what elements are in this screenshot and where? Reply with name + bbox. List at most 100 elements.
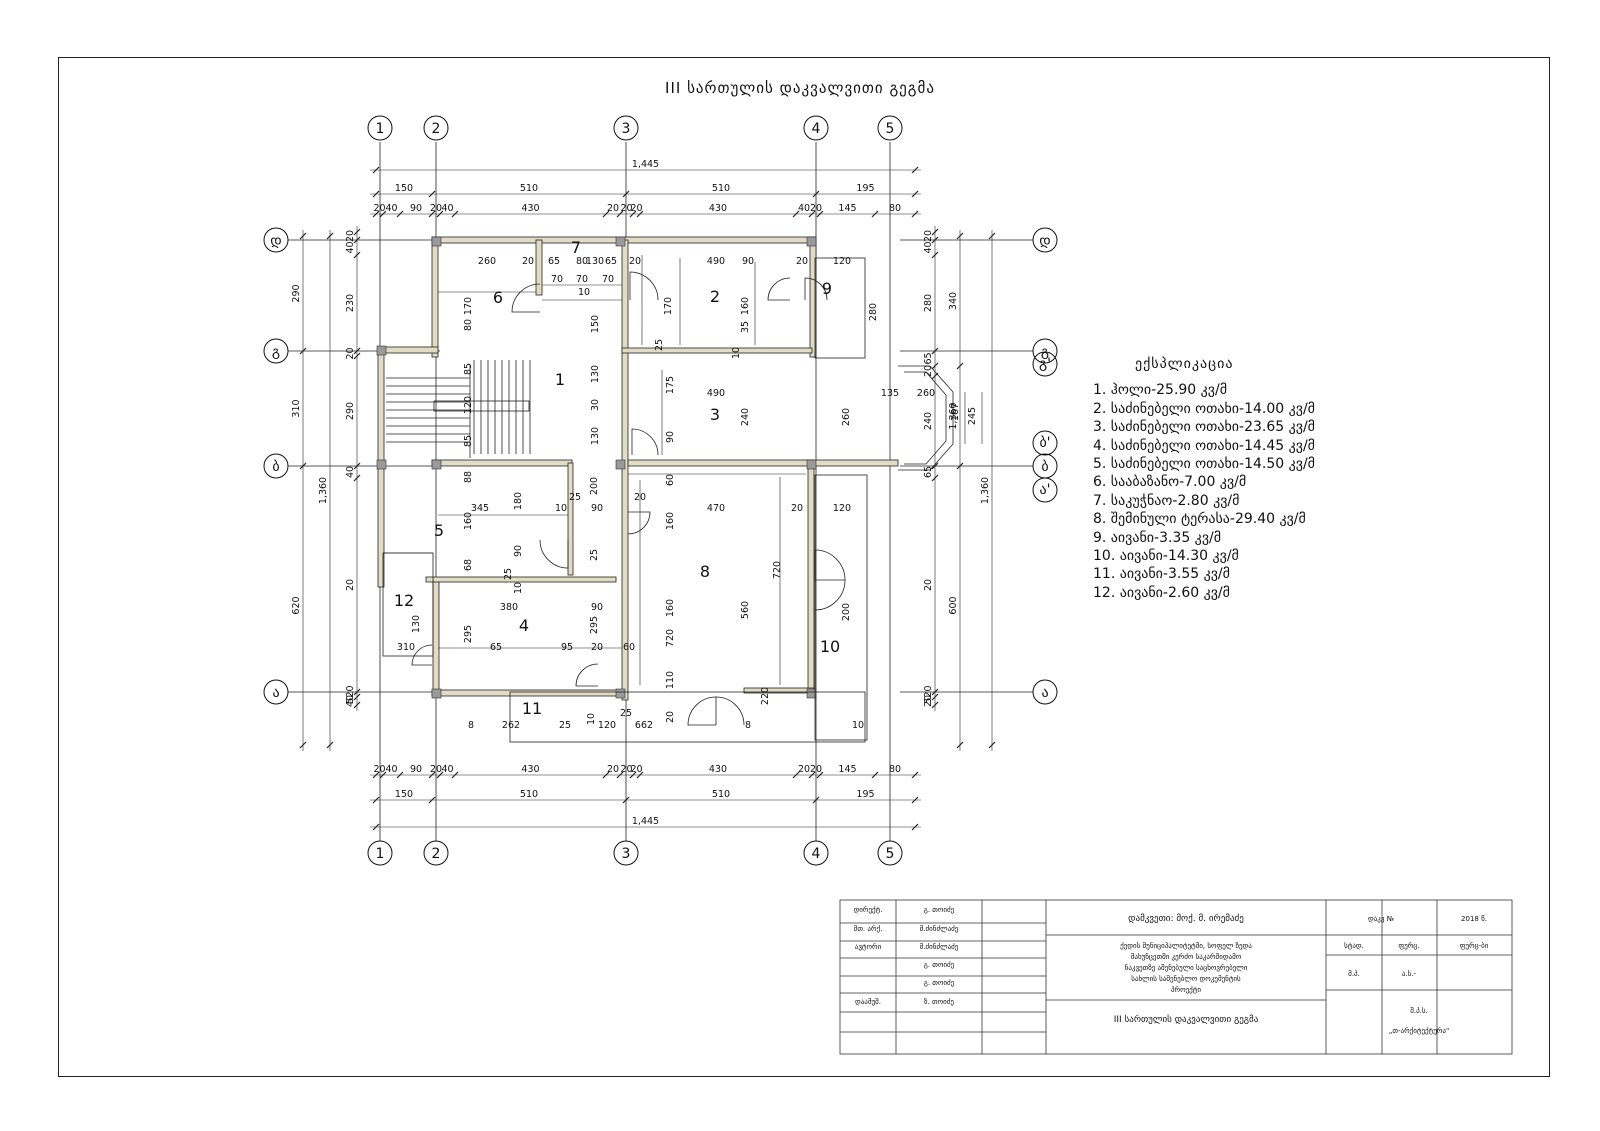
door-swing <box>629 271 659 301</box>
column <box>806 459 817 470</box>
dimension-label: 260 <box>841 408 852 426</box>
wall <box>807 459 815 696</box>
axis-bubble <box>367 115 393 141</box>
dimension-label: 120 <box>598 720 616 731</box>
dimension-label: 40 <box>385 203 397 214</box>
legend-item: 2. საძინებელი ოთახი-14.00 კვ/მ <box>1093 400 1315 417</box>
dimension-tick <box>451 771 459 779</box>
dimension-tick <box>372 190 380 198</box>
axis-label: ა' <box>1040 482 1051 498</box>
dimension-label: 65 <box>923 466 934 478</box>
title-block-project: სახლის საშენებლო დოკუმენტის <box>1131 975 1241 983</box>
dimension-label: 20 <box>810 203 822 214</box>
dimension-tick <box>911 796 919 804</box>
legend-item: 7. საკუჭნაო-2.80 კვ/მ <box>1093 492 1240 509</box>
axis-label: 1 <box>376 846 385 862</box>
dimension-label: 200 <box>841 603 852 621</box>
legend: ექსპლიკაცია 1. ჰოლი-25.90 კვ/მ 2. საძინე… <box>1093 355 1315 602</box>
axis-label: 5 <box>886 846 895 862</box>
legend-item: 9. აივანი-3.35 კვ/მ <box>1093 529 1222 546</box>
dimension-tick <box>353 236 361 244</box>
axis-label: 1 <box>376 121 385 137</box>
dimension-label: 20 <box>345 579 356 591</box>
dimension-tick <box>353 474 361 482</box>
axis-label: გ <box>272 344 280 360</box>
dimension-tick <box>636 210 644 218</box>
dimension-label: 520 <box>345 685 356 703</box>
axis-bubble <box>613 115 639 141</box>
title-block-name: მ.ძინძლაძე <box>920 925 959 933</box>
dimension-label: 20 <box>373 203 385 214</box>
dimension-tick <box>326 741 334 749</box>
dimension-tick <box>808 210 816 218</box>
dimension-label: 560 <box>740 601 751 619</box>
dimension-label: 1,360 <box>318 477 329 504</box>
dimension-label: 430 <box>521 203 539 214</box>
dimension-label: 620 <box>291 596 302 614</box>
dimension-label: 20 <box>923 695 934 707</box>
dimension-label: 90 <box>665 431 676 443</box>
door-swing <box>687 696 717 726</box>
dimension-label: 150 <box>590 315 601 333</box>
dimension-tick <box>816 771 824 779</box>
dimension-tick <box>629 210 637 218</box>
axis-bubble <box>263 679 289 705</box>
dimension-tick <box>956 362 964 370</box>
room-number: 12 <box>394 591 414 610</box>
title-block-company: შ.პ.ს. <box>1410 1007 1428 1015</box>
dimension-label: 290 <box>345 402 356 420</box>
dimension-label: 30 <box>590 399 601 411</box>
dimension-label: 25 <box>559 720 571 731</box>
dimension-label: 430 <box>709 764 727 775</box>
dimension-tick <box>931 701 939 709</box>
dimension-label: 130 <box>590 427 601 445</box>
dimension-label: 510 <box>520 183 538 194</box>
dimension-label: 720 <box>772 561 783 579</box>
dimension-tick <box>353 693 361 701</box>
balcony-9 <box>814 257 866 359</box>
column <box>615 236 626 247</box>
title-block-stage: მ.პ. <box>1348 970 1360 978</box>
dimension-label: 20 <box>798 764 810 775</box>
legend-item: 3. საძინებელი ოთახი-23.65 კვ/მ <box>1093 419 1315 436</box>
axis-label: დ <box>270 233 281 249</box>
title-block-project: მახუნცეთში კერძო საკარმიდამო <box>1131 952 1242 961</box>
dimension-tick <box>428 796 436 804</box>
dimension-tick <box>792 210 800 218</box>
dimension-label: 245 <box>967 407 978 425</box>
axis-bubble <box>613 840 639 866</box>
dimension-label: 130 <box>586 256 604 267</box>
title-block-role: დაამუშ. <box>855 998 881 1006</box>
door-swing <box>539 539 569 569</box>
title-block-project: ნაკვეთზე აშენებული საცხოვრებელი <box>1125 963 1248 972</box>
axis-label: 4 <box>812 121 821 137</box>
dimension-label: 345 <box>471 503 489 514</box>
dimension-label: 260 <box>478 256 496 267</box>
dimension-label: 80 <box>576 256 588 267</box>
dimension-tick <box>956 741 964 749</box>
column <box>431 236 442 247</box>
axis-bubble <box>1032 351 1058 377</box>
axis-bubble <box>263 338 289 364</box>
title-block-sheet: ა.ს.- <box>1402 970 1417 978</box>
legend-item: 1. ჰოლი-25.90 კვ/მ <box>1093 382 1228 399</box>
dimension-tick <box>911 771 919 779</box>
title-block-role: მთ. არქ. <box>854 924 883 933</box>
dimension-tick <box>988 232 996 240</box>
legend-item: 6. სააბაზანო-7.00 კვ/მ <box>1093 474 1247 491</box>
dimension-label: 430 <box>521 764 539 775</box>
title-block-name: მ.ძინძლაძე <box>920 943 959 951</box>
axis-label: დ <box>1039 233 1050 249</box>
dimension-label: 90 <box>742 256 754 267</box>
dimension-tick <box>931 462 939 470</box>
dimension-label: 20 <box>810 764 822 775</box>
dimension-label: 510 <box>712 789 730 800</box>
dimension-label: 200 <box>589 477 600 495</box>
dimension-tick <box>436 210 444 218</box>
dimension-label: 490 <box>707 256 725 267</box>
dimension-tick <box>353 688 361 696</box>
dimension-tick <box>602 771 610 779</box>
dimension-label: 20 <box>607 203 619 214</box>
dimension-label: 145 <box>838 764 856 775</box>
